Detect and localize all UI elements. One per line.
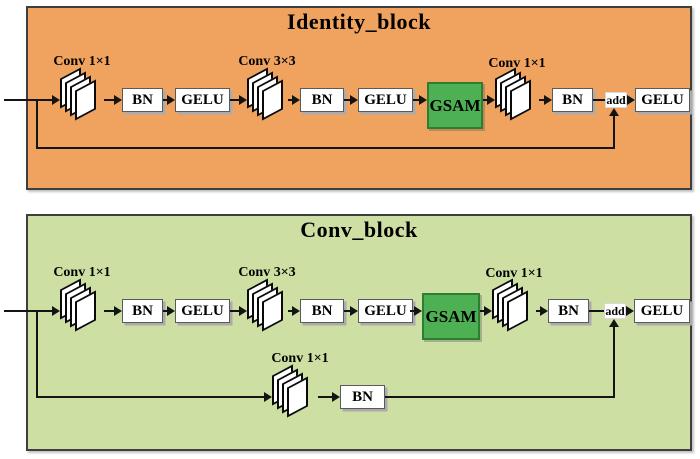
arrowhead xyxy=(239,306,247,316)
flow-line xyxy=(539,99,544,101)
flow-line xyxy=(230,99,239,101)
arrowhead xyxy=(350,306,358,316)
bn-box: BN xyxy=(300,88,344,112)
conv3-label: Conv 1×1 xyxy=(488,56,546,71)
conv-block-panel xyxy=(26,214,692,451)
flow-line xyxy=(163,99,167,101)
arrowhead xyxy=(167,306,175,316)
conv-block-title: Conv_block xyxy=(300,217,418,242)
skip-line xyxy=(613,327,615,396)
skip-branch-line xyxy=(36,99,38,148)
bn-box: BN xyxy=(300,299,344,323)
flow-line xyxy=(344,310,350,312)
skip-conv-label: Conv 1×1 xyxy=(271,351,329,366)
flow-line xyxy=(163,310,167,312)
bn-box: BN xyxy=(122,299,163,323)
gelu-box: GELU xyxy=(634,299,690,323)
arrowhead-up xyxy=(609,108,619,116)
flow-line xyxy=(318,396,332,398)
arrowhead xyxy=(484,306,492,316)
gelu-box: GELU xyxy=(175,88,230,112)
input-line xyxy=(4,99,52,101)
skip-bn-box: BN xyxy=(340,385,385,409)
conv-layers-icon xyxy=(492,278,536,332)
conv-layers-icon xyxy=(247,278,291,332)
gelu-box: GELU xyxy=(358,88,413,112)
arrowhead xyxy=(167,95,175,105)
flow-line xyxy=(344,99,350,101)
gsam-box: GSAM xyxy=(422,293,480,340)
arrowhead xyxy=(114,306,122,316)
arrowhead xyxy=(114,95,122,105)
skip-line xyxy=(613,116,615,147)
flow-line xyxy=(483,99,487,101)
flow-line xyxy=(104,99,114,101)
bn-box: BN xyxy=(548,299,589,323)
arrowhead xyxy=(627,95,635,105)
conv-layers-icon xyxy=(60,278,104,332)
arrowhead xyxy=(540,306,548,316)
bn-box: BN xyxy=(552,88,593,112)
flow-line xyxy=(480,310,484,312)
arrowhead xyxy=(414,306,422,316)
arrowhead xyxy=(544,95,552,105)
conv-layers-icon xyxy=(272,364,316,418)
add-node: add xyxy=(605,92,627,108)
flow-line xyxy=(536,310,540,312)
skip-line xyxy=(36,396,264,398)
flow-line xyxy=(230,310,239,312)
arrowhead xyxy=(332,392,340,402)
skip-branch-line xyxy=(36,310,38,397)
flow-line xyxy=(593,99,605,101)
conv1-label: Conv 1×1 xyxy=(53,54,111,69)
conv-layers-icon xyxy=(247,67,291,121)
arrowhead xyxy=(292,306,300,316)
arrowhead xyxy=(52,95,60,105)
conv3-label: Conv 1×1 xyxy=(485,266,543,281)
conv2-label: Conv 3×3 xyxy=(238,265,296,280)
flow-line xyxy=(288,310,292,312)
flow-line xyxy=(288,99,292,101)
conv1-label: Conv 1×1 xyxy=(53,265,111,280)
arrowhead xyxy=(52,306,60,316)
flow-line xyxy=(104,310,114,312)
skip-line xyxy=(36,147,615,149)
arrowhead xyxy=(239,95,247,105)
flow-line xyxy=(413,99,419,101)
arrowhead xyxy=(350,95,358,105)
gelu-box: GELU xyxy=(358,299,413,323)
gelu-box: GELU xyxy=(635,88,690,112)
arrowhead xyxy=(292,95,300,105)
flow-line xyxy=(410,310,414,312)
gelu-box: GELU xyxy=(175,299,230,323)
gsam-box: GSAM xyxy=(427,82,483,129)
arrowhead xyxy=(626,306,634,316)
flow-line xyxy=(589,310,604,312)
conv2-label: Conv 3×3 xyxy=(238,54,296,69)
bn-box: BN xyxy=(122,88,163,112)
skip-line xyxy=(385,396,615,398)
arrowhead-up xyxy=(609,319,619,327)
input-line xyxy=(4,310,52,312)
conv-layers-icon xyxy=(60,67,104,121)
arrowhead xyxy=(264,392,272,402)
arrowhead xyxy=(419,95,427,105)
conv-layers-icon xyxy=(495,67,539,121)
identity-block-title: Identity_block xyxy=(287,9,431,34)
arrowhead xyxy=(487,95,495,105)
add-node: add xyxy=(604,303,626,319)
